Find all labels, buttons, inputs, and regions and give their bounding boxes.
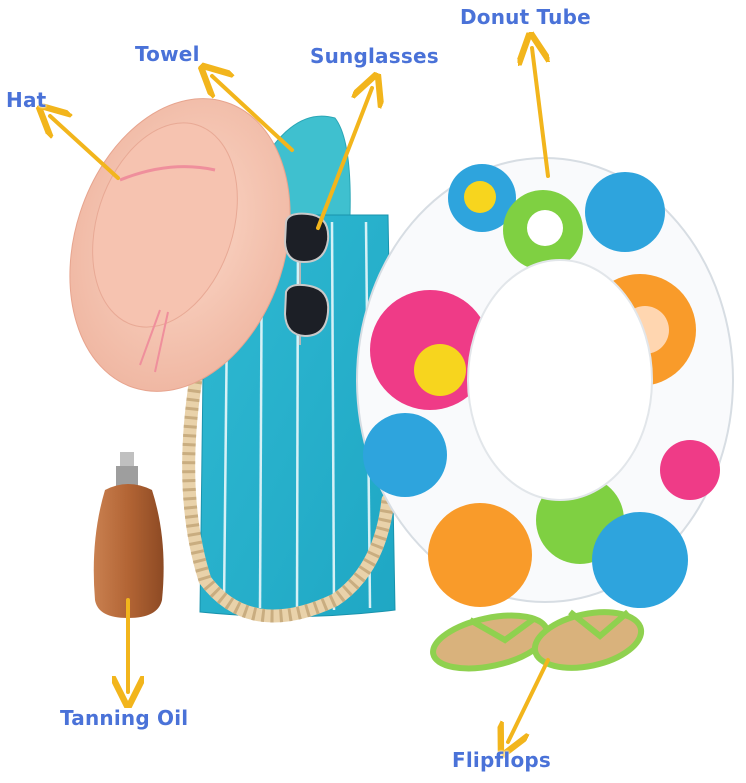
sunglasses (283, 212, 330, 345)
label-donut-tube: Donut Tube (460, 5, 591, 29)
arrow-towel (212, 76, 294, 152)
label-tanning-oil: Tanning Oil (60, 706, 189, 730)
label-arrows (50, 48, 550, 742)
label-flipflops: Flipflops (452, 748, 552, 772)
arrow-sunglasses (316, 88, 372, 230)
sun-hat (69, 98, 291, 392)
donut-tube (356, 157, 734, 608)
arrow-hat (50, 116, 120, 180)
label-towel: Towel (135, 42, 200, 66)
arrow-donut-tube (532, 48, 550, 178)
arrow-flipflops (508, 658, 550, 742)
flipflops (430, 609, 645, 672)
label-sunglasses: Sunglasses (310, 44, 439, 68)
rope-handle (182, 303, 395, 623)
label-hat: Hat (6, 88, 47, 112)
tanning-oil-bottle (93, 452, 164, 618)
